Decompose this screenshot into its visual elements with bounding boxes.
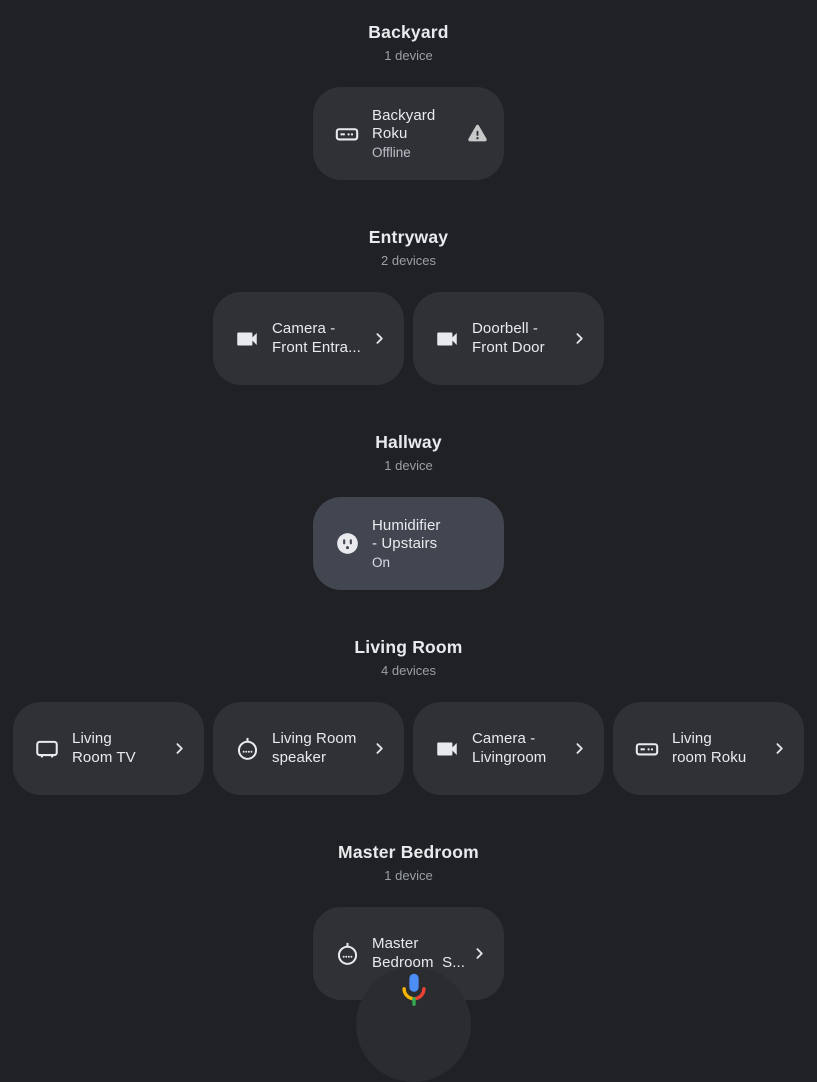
room-section-backyard: Backyard 1 device Backyard Roku Offline <box>0 22 817 180</box>
device-card-living-room-tv[interactable]: Living Room TV <box>13 702 204 795</box>
device-card-living-room-speaker[interactable]: Living Room speaker <box>213 702 404 795</box>
device-name: Camera - Front Entra... <box>272 320 361 356</box>
chevron-right-icon <box>469 943 490 964</box>
device-name: Camera - Livingroom <box>472 730 547 766</box>
remote-icon <box>334 121 361 147</box>
device-card-camera-livingroom[interactable]: Camera - Livingroom <box>413 702 604 795</box>
google-mic-icon <box>396 972 432 1008</box>
device-status: Offline <box>372 144 411 160</box>
device-card-master-bedroom-s[interactable]: Master Bedroom S... <box>313 907 504 1000</box>
device-name: Backyard Roku <box>372 106 436 143</box>
device-name: Humidifier - Upstairs <box>372 516 441 553</box>
room-device-count: 1 device <box>384 48 433 63</box>
room-title: Living Room <box>354 637 463 657</box>
room-title: Entryway <box>368 227 449 247</box>
room-device-count: 2 devices <box>381 253 436 268</box>
room-title: Backyard <box>368 22 449 42</box>
device-status: On <box>372 554 391 570</box>
assistant-mic-button[interactable] <box>356 967 471 1082</box>
chevron-right-icon <box>769 738 790 759</box>
device-name: Master Bedroom S... <box>372 935 466 971</box>
room-section-living-room: Living Room 4 devices Living Room TV Liv… <box>0 637 817 795</box>
device-cards-row: Backyard Roku Offline <box>0 87 817 180</box>
room-section-hallway: Hallway 1 device Humidifier - Upstairs O… <box>0 432 817 590</box>
room-title: Master Bedroom <box>338 842 479 862</box>
room-device-count: 1 device <box>384 458 433 473</box>
speaker-icon <box>234 735 261 762</box>
room-device-count: 4 devices <box>381 663 436 678</box>
device-name: Living room Roku <box>672 730 747 766</box>
room-section-entryway: Entryway 2 devices Camera - Front Entra.… <box>0 227 817 385</box>
device-cards-row: Humidifier - Upstairs On <box>0 497 817 590</box>
speaker-icon <box>334 940 361 967</box>
warning-icon <box>465 121 490 146</box>
chevron-right-icon <box>169 738 190 759</box>
device-cards-row: Camera - Front Entra... Doorbell - Front… <box>0 292 817 385</box>
device-card-camera-front-entra[interactable]: Camera - Front Entra... <box>213 292 404 385</box>
chevron-right-icon <box>569 328 590 349</box>
videocam-icon <box>434 326 461 352</box>
device-card-humidifier-upstairs[interactable]: Humidifier - Upstairs On <box>313 497 504 590</box>
device-name: Living Room speaker <box>272 730 357 766</box>
device-name: Living Room TV <box>72 730 136 766</box>
device-card-doorbell-front-door[interactable]: Doorbell - Front Door <box>413 292 604 385</box>
chevron-right-icon <box>369 328 390 349</box>
device-card-backyard-roku[interactable]: Backyard Roku Offline <box>313 87 504 180</box>
rooms-list: Backyard 1 device Backyard Roku Offline … <box>0 22 817 1000</box>
videocam-icon <box>434 736 461 762</box>
room-title: Hallway <box>375 432 442 452</box>
videocam-icon <box>234 326 261 352</box>
device-cards-row: Living Room TV Living Room speaker Camer… <box>0 702 817 795</box>
outlet-icon <box>334 530 361 557</box>
room-section-master-bedroom: Master Bedroom 1 device Master Bedroom S… <box>0 842 817 1000</box>
device-card-living-room-roku[interactable]: Living room Roku <box>613 702 804 795</box>
tv-icon <box>34 736 61 762</box>
device-name: Doorbell - Front Door <box>472 320 545 356</box>
chevron-right-icon <box>569 738 590 759</box>
device-cards-row: Master Bedroom S... <box>0 907 817 1000</box>
remote-icon <box>634 736 661 762</box>
room-device-count: 1 device <box>384 868 433 883</box>
chevron-right-icon <box>369 738 390 759</box>
